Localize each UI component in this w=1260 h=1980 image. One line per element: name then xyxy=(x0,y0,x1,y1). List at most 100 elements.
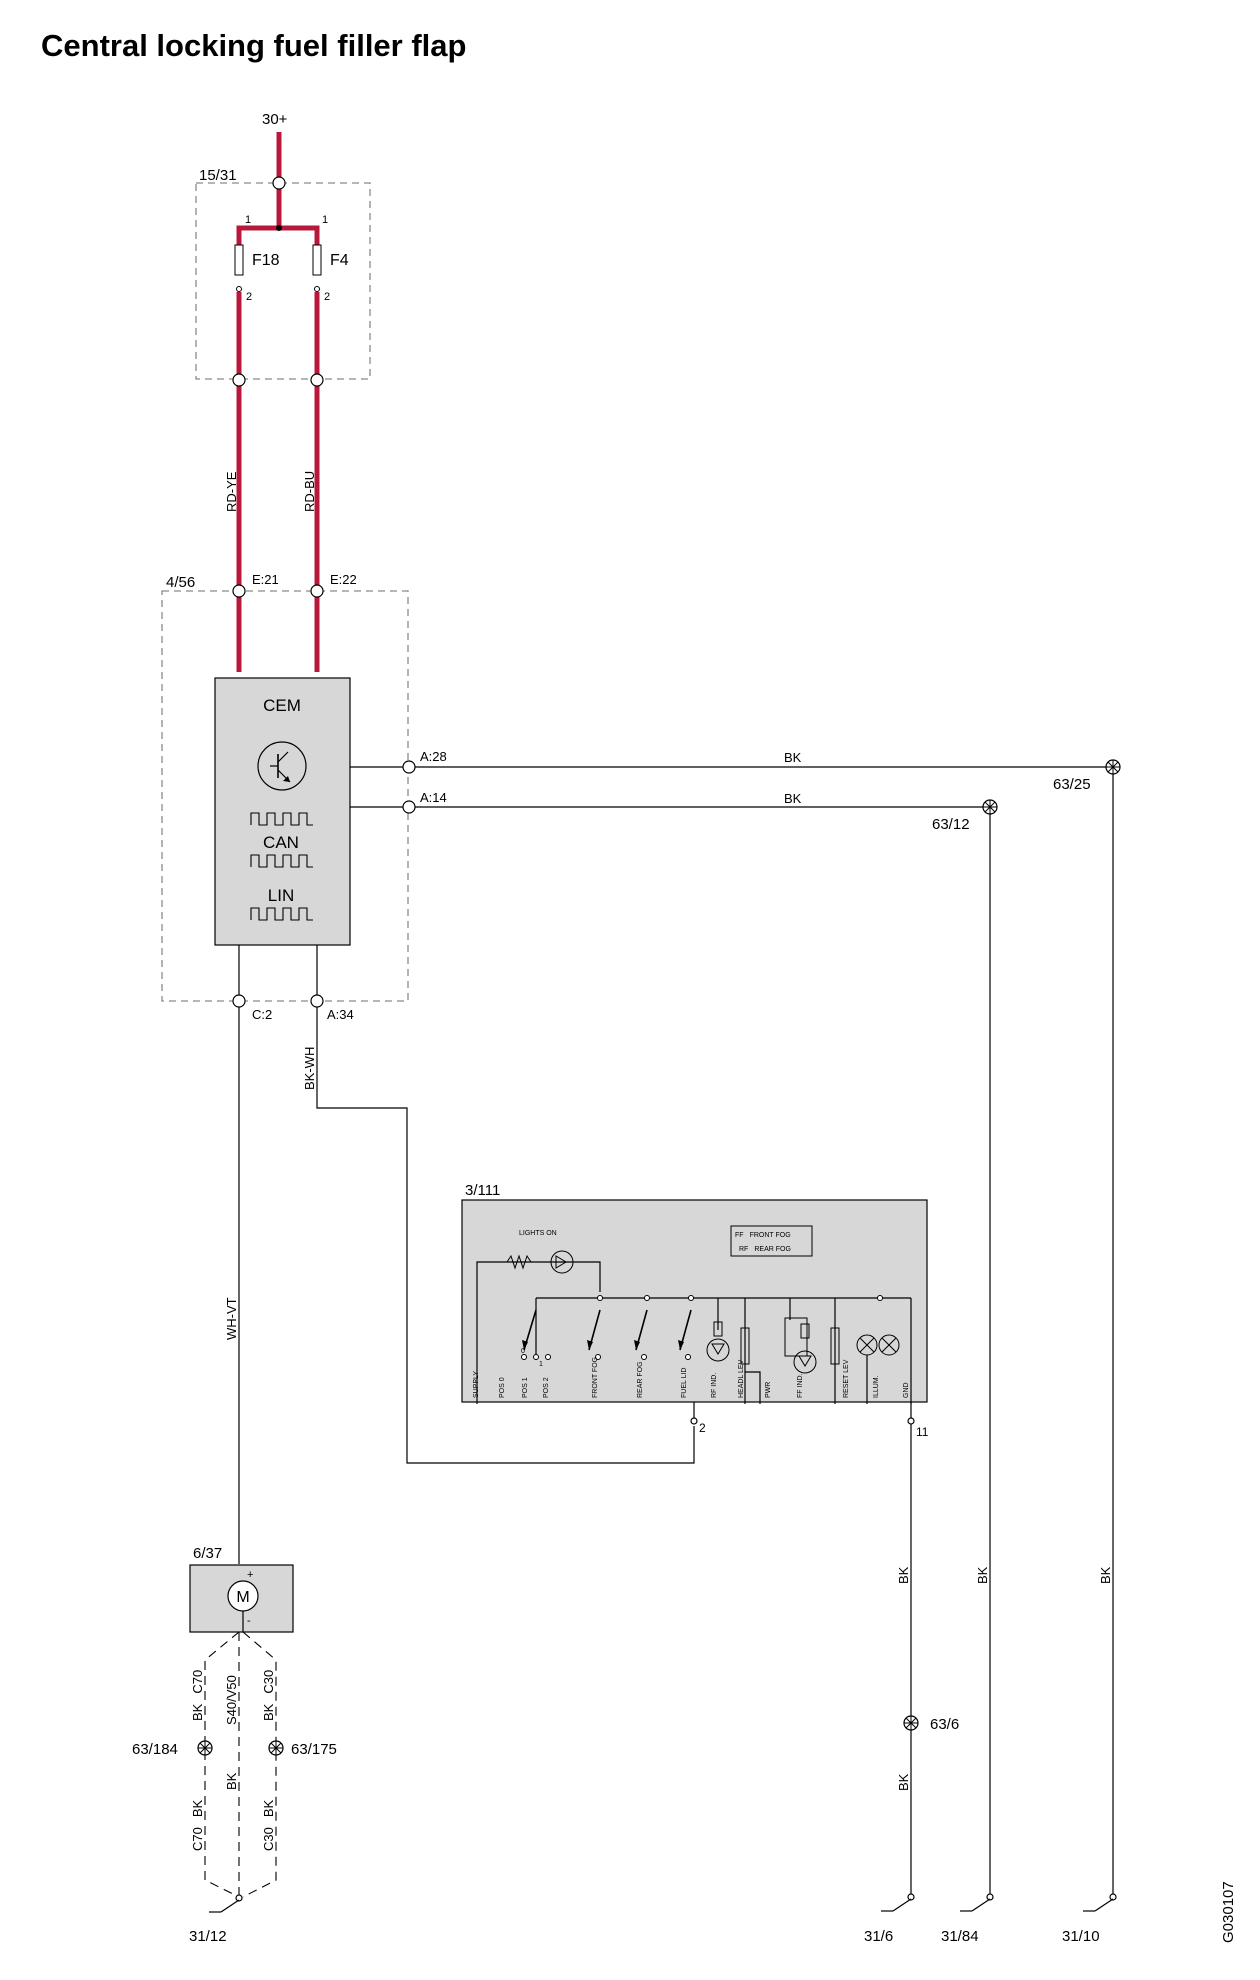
ground-31-6-node xyxy=(907,1893,915,1901)
headlight-lever-icon xyxy=(740,1327,750,1365)
wire-label-wh-vt: WH-VT xyxy=(224,1297,239,1340)
ground-31-84-icon xyxy=(959,1898,991,1912)
ground-31-12-node xyxy=(235,1894,243,1902)
pin-label-fuel-lid: FUEL LID xyxy=(681,1368,688,1398)
motor-plus-label: + xyxy=(247,1569,253,1581)
pin-label-rear-fog: REAR FOG xyxy=(637,1361,644,1398)
ground-path-c70 xyxy=(204,1631,240,1898)
pin-label-rf-ind: RF IND. xyxy=(711,1373,718,1398)
c70-bk-lower-label: C70BK xyxy=(190,1799,205,1851)
panel-pin-2 xyxy=(690,1417,698,1425)
transistor-icon xyxy=(257,741,307,791)
pin-label-pos0: POS 0 xyxy=(499,1377,506,1398)
ff-indicator-icon xyxy=(793,1350,817,1374)
pos-1-mark: 1 xyxy=(539,1361,543,1368)
switch-front-fog-icon xyxy=(587,1309,601,1360)
s40-bk-label: BK xyxy=(224,1772,239,1790)
pos-0-mark: 0 xyxy=(521,1348,525,1355)
panel-supply-line xyxy=(476,1261,601,1404)
pin-label-gnd: GND xyxy=(903,1382,910,1398)
fuse-f4-pin-out: 2 xyxy=(324,291,330,303)
pin-label-headl-lev: HEADL LEV xyxy=(738,1359,745,1398)
cem-pin-e21 xyxy=(232,584,246,598)
splice-63-25-label: 63/25 xyxy=(1053,776,1091,793)
switch-pos-icon xyxy=(521,1309,551,1360)
fuse-f4-label: F4 xyxy=(330,252,349,269)
cem-pin-a28 xyxy=(402,760,416,774)
wire-bk-wh xyxy=(316,1007,695,1464)
ground-31-10-node xyxy=(1109,1893,1117,1901)
cem-pin-a14 xyxy=(402,800,416,814)
ground-31-6-label: 31/6 xyxy=(864,1928,893,1945)
pwr-lead xyxy=(745,1371,761,1404)
pin-label-pos2: POS 2 xyxy=(543,1377,550,1398)
pin-label-pwr: PWR xyxy=(765,1382,772,1398)
terminal-30-label: 30+ xyxy=(262,111,288,128)
cem-label: CEM xyxy=(263,696,301,715)
switch-rear-fog-icon xyxy=(634,1309,648,1360)
cem-pin-e22 xyxy=(310,584,324,598)
wire-label-a14-bk: BK xyxy=(784,791,802,806)
cem-module xyxy=(214,677,351,946)
cem-frame xyxy=(161,590,409,1002)
wire-label-63-12: BK xyxy=(975,1566,990,1584)
fuse-f18-label: F18 xyxy=(252,252,280,269)
panel-pin-2-label: 2 xyxy=(699,1421,706,1435)
cem-pin-a34-label: A:34 xyxy=(327,1007,354,1022)
fuse-f18-pin-in: 1 xyxy=(245,214,251,226)
bus-node-2 xyxy=(644,1295,650,1301)
motor-symbol: M xyxy=(236,1589,249,1606)
splice-63-6-label: 63/6 xyxy=(930,1716,959,1733)
switch-fuel-lid-icon xyxy=(678,1309,692,1360)
splice-63-12-label: 63/12 xyxy=(932,816,970,833)
splice-63-184-label: 63/184 xyxy=(132,1741,178,1758)
motor-id-label: 6/37 xyxy=(193,1545,222,1562)
ground-31-6-icon xyxy=(880,1898,912,1912)
pin-label-pos1: POS 1 xyxy=(522,1377,529,1398)
fuse-box-pin-right xyxy=(310,373,324,387)
cem-pin-c2-label: C:2 xyxy=(252,1007,272,1022)
bus-node-4 xyxy=(877,1295,883,1301)
fuse-box-frame xyxy=(195,182,371,380)
pin-label-reset-lev: RESET LEV xyxy=(843,1359,850,1398)
splice-63-184-icon xyxy=(197,1740,213,1756)
lights-on-label: LIGHTS ON xyxy=(519,1230,557,1237)
pin-label-ff-ind: FF IND. xyxy=(797,1373,804,1398)
led-lights-on-icon xyxy=(550,1250,574,1274)
cem-frame-label: 4/56 xyxy=(166,574,195,591)
splice-63-6-icon xyxy=(903,1715,919,1731)
c70-bk-upper-label: BKC70 xyxy=(190,1670,205,1721)
splice-63-175-icon xyxy=(268,1740,284,1756)
fuse-f4-pin-in: 1 xyxy=(322,214,328,226)
lin-label: LIN xyxy=(268,886,294,905)
supply-node xyxy=(272,176,286,190)
fuse-box-pin-left xyxy=(232,373,246,387)
ff-ind-resistor xyxy=(800,1323,810,1339)
pin-label-supply: SUPPLY xyxy=(473,1371,480,1398)
fuse-f4-out xyxy=(314,286,320,292)
motor-minus-label: - xyxy=(247,1615,251,1627)
wire-label-rd-ye: RD-YE xyxy=(224,471,239,512)
ground-31-12-label: 31/12 xyxy=(189,1928,227,1945)
resistor-icon xyxy=(506,1254,532,1270)
panel-pin-11 xyxy=(907,1417,915,1425)
fuse-f18-pin-out: 2 xyxy=(246,291,252,303)
light-switch-panel xyxy=(461,1199,928,1403)
panel-legend-box xyxy=(730,1225,813,1257)
wire-label-a28-bk: BK xyxy=(784,750,802,765)
illumination-lamp-icon xyxy=(856,1334,900,1356)
ground-31-84-node xyxy=(986,1893,994,1901)
ground-path-c30 xyxy=(242,1631,277,1898)
splice-63-175-label: 63/175 xyxy=(291,1741,337,1758)
panel-pin-11-label: 11 xyxy=(916,1425,929,1439)
rf-ind-resistor xyxy=(713,1321,723,1337)
cem-pin-c2 xyxy=(232,994,246,1008)
cem-pin-a14-label: A:14 xyxy=(420,790,447,805)
fuse-busbar xyxy=(236,225,320,255)
cem-pin-e21-label: E:21 xyxy=(252,572,279,587)
page-title: Central locking fuel filler flap xyxy=(41,28,467,63)
wire-label-63-25: BK xyxy=(1098,1566,1113,1584)
